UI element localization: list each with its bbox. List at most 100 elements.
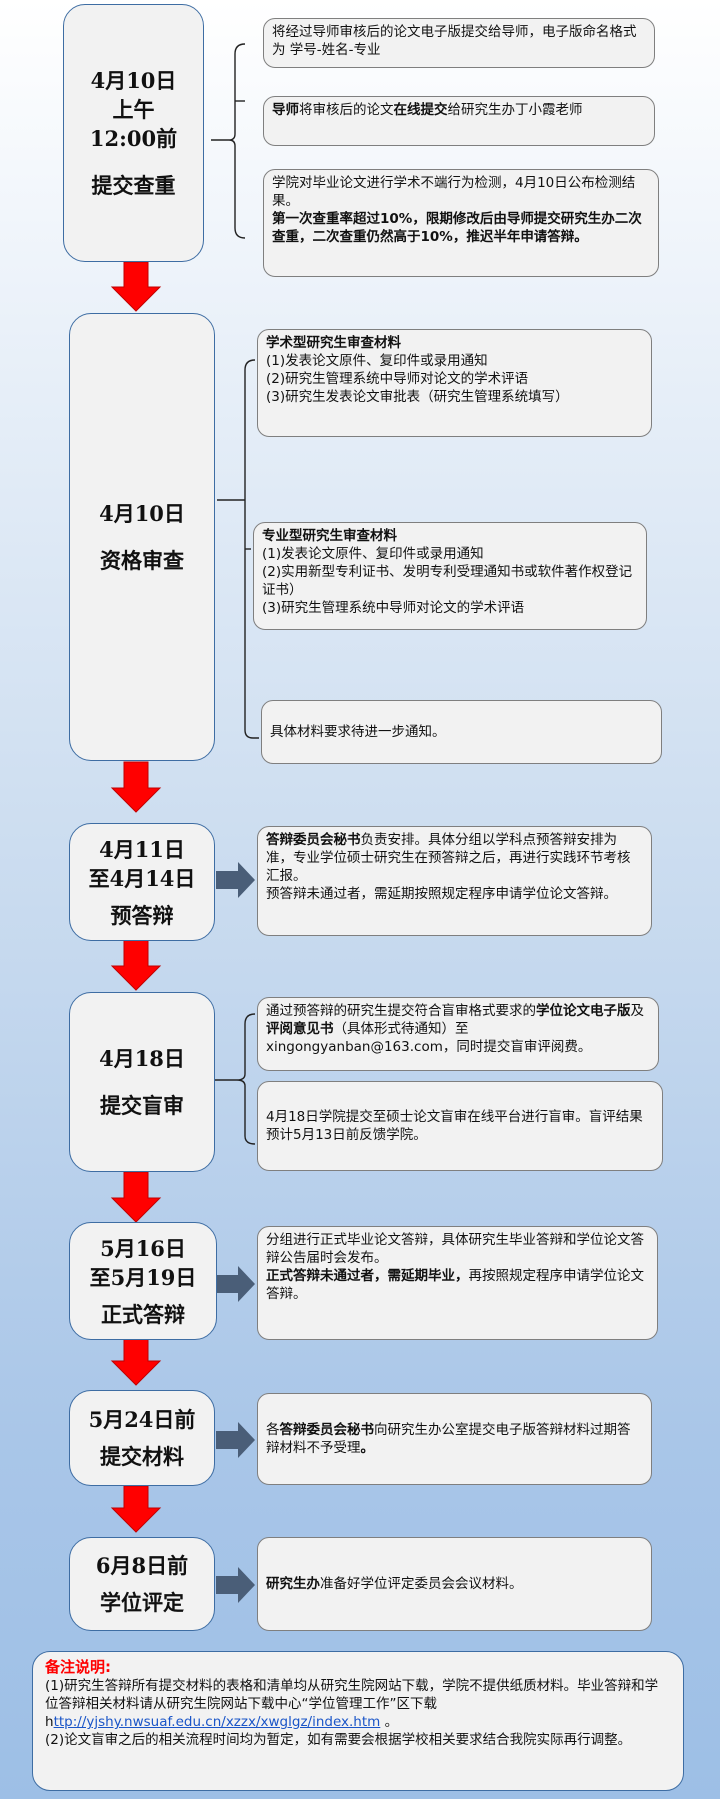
download-link[interactable]: ttp://yjshy.nwsuaf.edu.cn/xzzx/xwglgz/in…	[53, 1714, 381, 1730]
note-text: 4月18日学院提交至硕士论文盲审在线平台进行盲审。盲评结果预计5月13日前反馈学…	[266, 1108, 654, 1144]
stage-2-note-3: 具体材料要求待进一步通知。	[261, 700, 662, 764]
note-text: 学术型研究生审查材料 (1)发表论文原件、复印件或录用通知 (2)研究生管理系统中导…	[266, 334, 643, 406]
note-run: (1)发表论文原件、复印件或录用通知	[262, 546, 484, 562]
stage-7-box: 6月8日前 学位评定	[69, 1537, 215, 1631]
down-arrow-5	[110, 1338, 162, 1386]
bracket-stage4	[215, 1013, 256, 1145]
notes-box: 备注说明: (1)研究生答辩所有提交材料的表格和清单均从研究生院网站下载，学院不…	[32, 1651, 684, 1791]
stage-4-title: 提交盲审	[100, 1093, 184, 1118]
note-run: 预答辩未通过者，需延期按照规定程序申请学位论文答辩。	[266, 886, 617, 902]
notes-link-suffix: 。	[380, 1714, 399, 1730]
stage-4-date: 4月18日	[99, 1046, 185, 1071]
note-run: 学院对毕业论文进行学术不端行为检测，4月10日公布检测结果。	[272, 175, 636, 209]
note-bold-run: 。	[360, 1440, 375, 1456]
stage-6-note-1: 各答辩委员会秘书向研究生办公室提交电子版答辩材料过期答辩材料不予受理。	[257, 1393, 652, 1485]
stage-2-title: 资格审查	[100, 548, 184, 573]
stage-6-date: 5月24日前	[88, 1407, 196, 1432]
stage-1-title: 提交查重	[91, 173, 176, 198]
stage-4-box: 4月18日 提交盲审	[69, 992, 215, 1172]
right-arrow-3	[216, 862, 255, 898]
note-bold-run: 答辩委员会秘书	[266, 832, 361, 848]
note-run: (2)实用新型专利证书、发明专利受理通知书或软件著作权登记证书）	[262, 564, 633, 598]
note-run: 向研究生办公室提交电子版答辩材料过期答辩材料不予受理	[266, 1422, 631, 1456]
notes-link-prefix: h	[45, 1714, 54, 1730]
notes-line-2: (2)论文盲审之后的相关流程时间均为暂定，如有需要会根据学校相关要求结合我院实际…	[45, 1731, 671, 1749]
note-bold-run: 学术型研究生审查材料	[266, 335, 401, 351]
note-text: 学院对毕业论文进行学术不端行为检测，4月10日公布检测结果。第一次查重率超过10…	[272, 174, 650, 246]
note-run: 将审核后的论文	[299, 102, 394, 118]
stage-1-note-1: 将经过导师审核后的论文电子版提交给导师，电子版命名格式为 学号-姓名-专业	[263, 18, 655, 68]
note-text: 答辩委员会秘书负责安排。具体分组以学科点预答辩安排为准，专业学位硕士研究生在预答…	[266, 831, 643, 903]
stage-1-period: 上午	[112, 97, 155, 122]
note-run: (2)研究生管理系统中导师对论文的学术评语	[266, 371, 529, 387]
stage-4-note-1: 通过预答辩的研究生提交符合盲审格式要求的学位论文电子版及评阅意见书（具体形式待通…	[257, 997, 659, 1071]
notes-line-1-text: (1)研究生答辩所有提交材料的表格和清单均从研究生院网站下载，学院不提供纸质材料…	[45, 1678, 659, 1712]
stage-5-date-end: 至5月19日	[89, 1264, 197, 1290]
notes-line-2-text: (2)论文盲审之后的相关流程时间均为暂定，如有需要会根据学校相关要求结合我院实际…	[45, 1732, 632, 1748]
down-arrow-3	[110, 939, 162, 991]
stage-4-note-2: 4月18日学院提交至硕士论文盲审在线平台进行盲审。盲评结果预计5月13日前反馈学…	[257, 1081, 663, 1171]
stage-7-note-1: 研究生办准备好学位评定委员会会议材料。	[257, 1537, 652, 1631]
note-run: 及	[630, 1003, 645, 1019]
note-text: 具体材料要求待进一步通知。	[270, 723, 446, 741]
down-arrow-2	[110, 761, 162, 813]
note-run: 分组进行正式毕业论文答辩，具体研究生毕业答辩和学位论文答辩公告届时会发布。	[266, 1232, 644, 1266]
note-run: (3)研究生发表论文审批表（研究生管理系统填写）	[266, 389, 569, 405]
note-run: (3)研究生管理系统中导师对论文的学术评语	[262, 600, 525, 616]
notes-title: 备注说明:	[45, 1658, 111, 1676]
stage-1-box: 4月10日 上午 12:00前 提交查重	[63, 4, 204, 262]
stage-3-box: 4月11日 至4月14日 预答辩	[69, 823, 215, 941]
note-text: 通过预答辩的研究生提交符合盲审格式要求的学位论文电子版及评阅意见书（具体形式待通…	[266, 1002, 650, 1056]
stage-2-note-2: 专业型研究生审查材料 (1)发表论文原件、复印件或录用通知 (2)实用新型专利证书、…	[253, 522, 647, 630]
right-arrow-7	[216, 1567, 255, 1603]
down-arrow-6	[110, 1485, 162, 1533]
stage-5-box: 5月16日 至5月19日 正式答辩	[69, 1222, 217, 1340]
note-run: 各	[266, 1422, 280, 1438]
note-text: 各答辩委员会秘书向研究生办公室提交电子版答辩材料过期答辩材料不予受理。	[266, 1421, 643, 1457]
stage-7-date: 6月8日前	[95, 1553, 189, 1578]
note-run: （具体形式待通知）至xingongyanban@163.com，同时提交盲审评阅…	[266, 1021, 592, 1055]
stage-6-title: 提交材料	[100, 1444, 184, 1469]
note-run: 准备好学位评定委员会会议材料。	[320, 1576, 523, 1592]
stage-5-title: 正式答辩	[101, 1301, 185, 1327]
note-text: 专业型研究生审查材料 (1)发表论文原件、复印件或录用通知 (2)实用新型专利证书、…	[262, 527, 638, 617]
note-bold-run: 学位论文电子版	[536, 1003, 631, 1019]
note-bold-run: 导师	[272, 102, 299, 118]
note-run: (1)发表论文原件、复印件或录用通知	[266, 353, 488, 369]
stage-3-title: 预答辩	[110, 902, 174, 928]
note-run: 再按照规定程序申请学位论文答辩。	[266, 1268, 644, 1302]
note-run: 负责安排。具体分组以学科点预答辩安排为准，专业学位硕士研究生在预答辩之后，再进行…	[266, 832, 631, 884]
note-text: 将经过导师审核后的论文电子版提交给导师，电子版命名格式为 学号-姓名-专业	[272, 23, 646, 59]
notes-line-1: (1)研究生答辩所有提交材料的表格和清单均从研究生院网站下载，学院不提供纸质材料…	[45, 1677, 671, 1713]
stage-3-date: 4月11日	[99, 836, 185, 862]
stage-1-time: 12:00前	[89, 126, 178, 151]
stage-5-date: 5月16日	[100, 1235, 186, 1261]
notes-link-line: http://yjshy.nwsuaf.edu.cn/xzzx/xwglgz/i…	[45, 1713, 671, 1731]
note-bold-run: 在线提交	[393, 102, 448, 118]
right-arrow-6	[216, 1422, 255, 1458]
note-text: 研究生办准备好学位评定委员会会议材料。	[266, 1575, 523, 1593]
stage-3-date-end: 至4月14日	[88, 865, 196, 891]
note-bold-run: 专业型研究生审查材料	[262, 528, 397, 544]
stage-1-note-2: 导师将审核后的论文在线提交给研究生办丁小霞老师	[263, 96, 655, 146]
stage-5-note-1: 分组进行正式毕业论文答辩，具体研究生毕业答辩和学位论文答辩公告届时会发布。正式答…	[257, 1226, 658, 1340]
note-bold-run: 答辩委员会秘书	[279, 1422, 375, 1438]
note-bold-run: 评阅意见书	[266, 1021, 334, 1037]
note-run: 4月18日学院提交至硕士论文盲审在线平台进行盲审。盲评结果预计5月13日前反馈学…	[266, 1109, 643, 1143]
stage-1-note-3: 学院对毕业论文进行学术不端行为检测，4月10日公布检测结果。第一次查重率超过10…	[263, 169, 659, 277]
down-arrow-4	[110, 1171, 162, 1223]
stage-6-box: 5月24日前 提交材料	[69, 1390, 215, 1486]
note-run: 给研究生办丁小霞老师	[447, 102, 583, 118]
stage-7-title: 学位评定	[100, 1590, 184, 1615]
bracket-stage2	[217, 359, 259, 739]
right-arrow-5	[216, 1266, 255, 1302]
down-arrow-1	[110, 261, 162, 312]
note-run: 具体材料要求待进一步通知。	[270, 724, 446, 740]
stage-3-note-1: 答辩委员会秘书负责安排。具体分组以学科点预答辩安排为准，专业学位硕士研究生在预答…	[257, 826, 652, 936]
stage-2-date: 4月10日	[99, 501, 185, 526]
note-run: 将经过导师审核后的论文电子版提交给导师，电子版命名格式为 学号-姓名-专业	[272, 24, 637, 58]
note-bold-run: 正式答辩未通过者，需延期毕业，	[266, 1268, 469, 1284]
note-bold-run: 研究生办	[266, 1576, 320, 1592]
note-text: 分组进行正式毕业论文答辩，具体研究生毕业答辩和学位论文答辩公告届时会发布。正式答…	[266, 1231, 649, 1303]
